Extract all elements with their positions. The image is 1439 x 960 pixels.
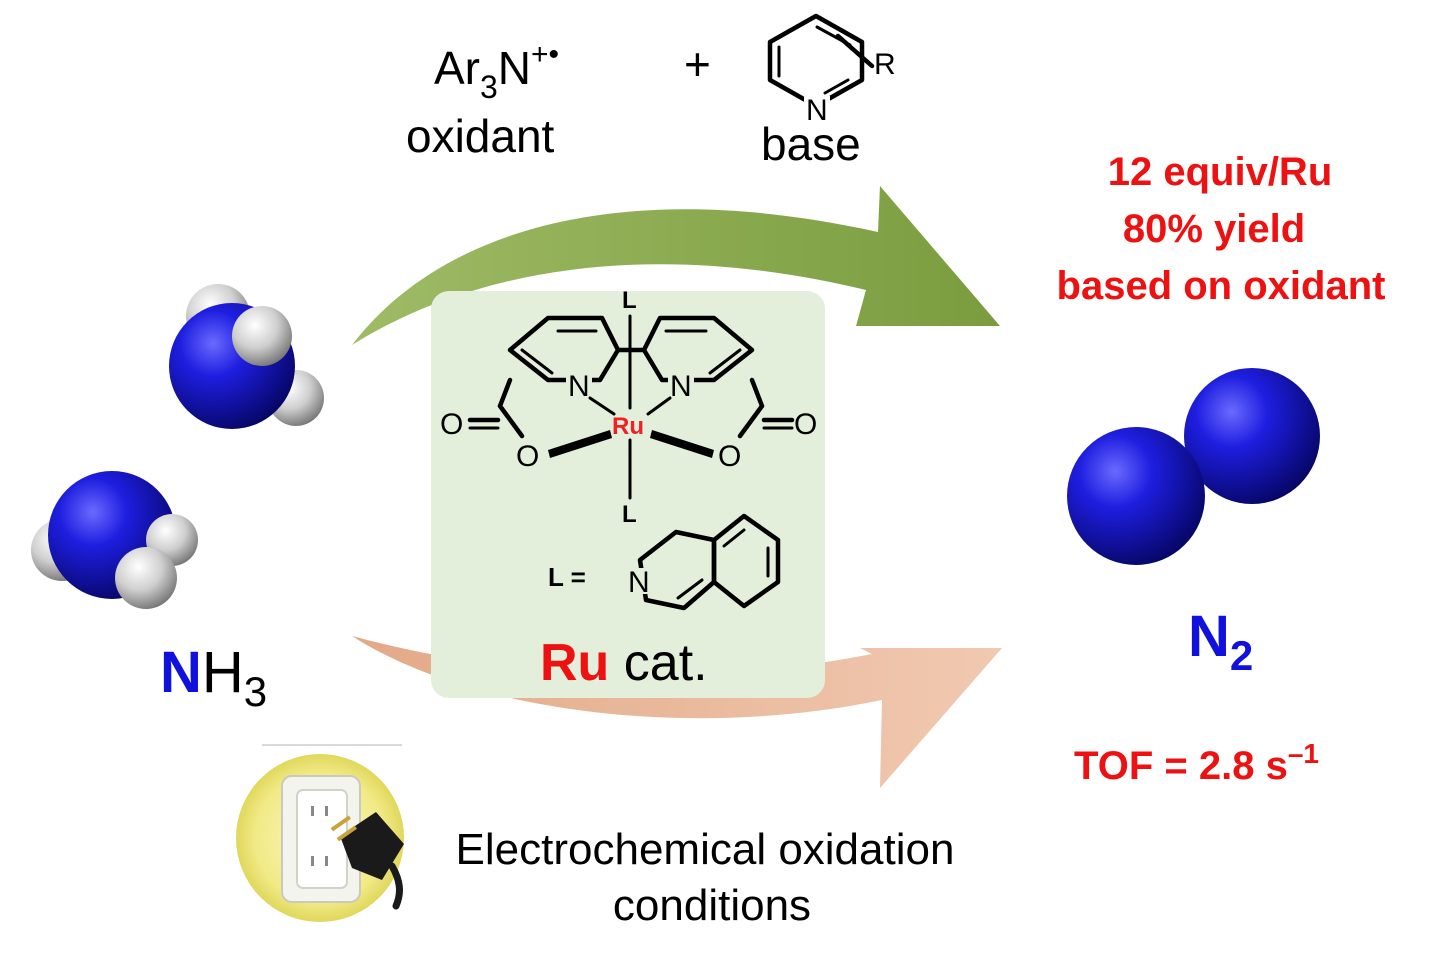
ligand-definition: L = — [548, 562, 586, 592]
oxidant-word: oxidant — [406, 110, 555, 162]
ammonia-h: H — [202, 640, 244, 705]
carbonyl-o-right: O — [794, 408, 817, 441]
result-tof: TOF = 2.8 s–1 — [1074, 738, 1319, 788]
ruthenium-center: Ru — [612, 413, 644, 440]
result-basis: based on oxidant — [1057, 264, 1386, 308]
oxidant-subscript: 3 — [480, 69, 498, 105]
catalyst-name-rest: cat. — [609, 634, 707, 692]
isoquinoline-n: N — [628, 566, 650, 599]
pyridine-r: R — [874, 48, 896, 81]
bpy-n-right: N — [670, 370, 692, 403]
svg-text:Ar3N+•: Ar3N+• — [434, 38, 559, 105]
result-yield: 80% yield — [1123, 207, 1305, 251]
base-word: base — [761, 118, 861, 170]
tof-value: TOF = 2.8 s — [1074, 744, 1288, 788]
plus-sign: + — [684, 38, 711, 90]
axial-ligand-bottom: L — [622, 501, 637, 528]
results-block: 12 equiv/Ru 80% yield based on oxidant T… — [1057, 150, 1386, 788]
dinitrogen-formula: N2 — [1188, 604, 1253, 679]
ammonia-molecule-bottom — [31, 471, 198, 609]
result-equiv: 12 equiv/Ru — [1108, 150, 1333, 194]
electro-line-2: conditions — [613, 881, 811, 930]
ammonia-molecule-top — [169, 284, 324, 429]
oxidant-n: N — [498, 42, 531, 94]
oxidant-ar: Ar — [434, 42, 480, 94]
oxidant-label: Ar3N+• oxidant — [406, 38, 559, 162]
bpy-n-left: N — [568, 370, 590, 403]
carboxylate-o-left: O — [516, 440, 539, 473]
tof-exponent: –1 — [1288, 738, 1319, 769]
oxidant-charge: +• — [531, 38, 559, 71]
catalyst-name-metal: Ru — [540, 634, 609, 692]
ammonia-n: N — [160, 640, 202, 705]
dinitrogen-molecule — [1067, 368, 1320, 565]
pyridine-base-structure: N R — [767, 13, 896, 127]
ammonia-formula: NH3 — [160, 640, 267, 715]
ammonia-subscript: 3 — [244, 668, 267, 715]
power-outlet-icon — [236, 744, 404, 922]
carbonyl-o-left: O — [440, 408, 463, 441]
catalyst-name: Ru cat. — [540, 634, 708, 692]
dinitrogen-subscript: 2 — [1230, 632, 1253, 679]
carboxylate-o-right: O — [718, 440, 741, 473]
catalyst-panel — [431, 291, 825, 698]
catalyst-structure: L L N N Ru O O O O — [440, 287, 817, 692]
upper-arrow — [352, 186, 1000, 345]
dinitrogen-n: N — [1188, 604, 1230, 669]
axial-ligand-top: L — [622, 287, 637, 314]
pyridine-n: N — [806, 94, 828, 127]
electro-line-1: Electrochemical oxidation — [456, 825, 955, 874]
